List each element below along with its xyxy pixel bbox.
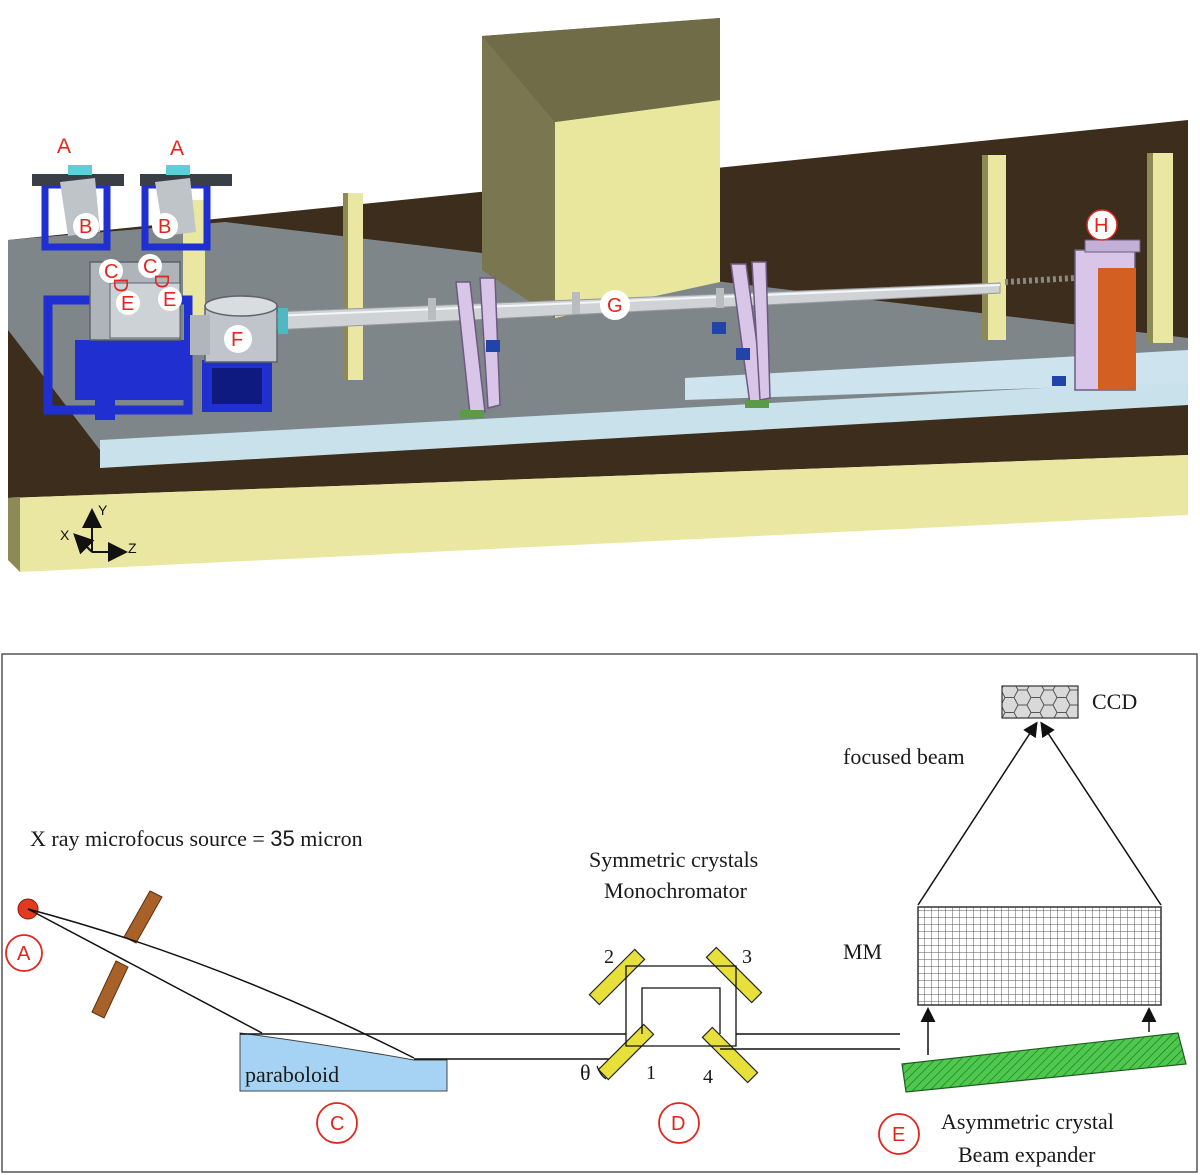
- trench: [685, 350, 1188, 400]
- crystal-4-num: 4: [703, 1066, 713, 1088]
- asymmetric-crystal: [901, 1032, 1187, 1093]
- crystal-2-num: 2: [604, 946, 614, 968]
- paraboloid-label: paraboloid: [245, 1062, 339, 1087]
- slit-upper: [123, 890, 163, 944]
- label-f-circle: [224, 325, 252, 353]
- label-h: H: [1094, 215, 1108, 237]
- label-c-left-circle: [99, 259, 123, 283]
- label-e-left: E: [121, 293, 134, 315]
- multilayer-mirror-grid: [917, 906, 1162, 1006]
- label-e-left-circle: [116, 291, 140, 315]
- crystal-4: [701, 1026, 759, 1084]
- label-f: F: [231, 329, 243, 351]
- focus-ray-left: [917, 721, 1038, 906]
- label-h-circle: [1086, 209, 1118, 241]
- label-d-right: D: [150, 274, 172, 288]
- label-c-right-circle: [138, 254, 162, 278]
- crystal-2: [588, 948, 646, 1006]
- circle-label-d: [658, 1102, 700, 1144]
- label-c-left: C: [104, 261, 118, 283]
- lab-layout-3d: Y Z X A A B B C C D D E E F G H: [8, 18, 1188, 572]
- axes-indicator: Y Z X: [60, 502, 137, 562]
- crystal-1-num: 1: [646, 1062, 656, 1084]
- mono-caption-line1: Symmetric crystals: [589, 847, 758, 872]
- circle-label-a: [5, 934, 43, 972]
- asym-caption-line1: Asymmetric crystal: [941, 1109, 1114, 1134]
- circle-label-e-text: E: [892, 1124, 905, 1146]
- crystal-3: [705, 946, 763, 1004]
- label-c-right: C: [143, 256, 157, 278]
- mm-label: MM: [843, 939, 882, 964]
- crystal-1: [597, 1023, 655, 1081]
- beam-ray-upper: [27, 908, 415, 1059]
- ccd-detector: [1001, 685, 1079, 719]
- asym-caption-line2: Beam expander: [958, 1142, 1096, 1167]
- concrete-floor: [8, 222, 1188, 450]
- axis-z-label: Z: [128, 540, 137, 556]
- label-g: G: [607, 295, 623, 317]
- detector-station: [1004, 239, 1141, 391]
- slit-lower: [91, 960, 129, 1019]
- mono-caption-line2: Monochromator: [604, 878, 748, 903]
- circle-label-e: [878, 1113, 920, 1155]
- pipe-stands: [455, 261, 771, 418]
- crystal-3-num: 3: [742, 946, 752, 968]
- focus-ray-right: [1040, 721, 1162, 906]
- front-slab-face: [8, 455, 1188, 572]
- beam-ray-lower: [27, 908, 263, 1034]
- circle-label-d-text: D: [671, 1113, 685, 1135]
- axis-y-label: Y: [98, 502, 108, 518]
- monochromator: [588, 946, 900, 1084]
- axis-x-label: X: [60, 527, 70, 543]
- label-a-left: A: [57, 135, 71, 158]
- label-e-right: E: [163, 289, 176, 311]
- label-b-right-circle: [152, 213, 178, 239]
- optics-assembly: [43, 261, 193, 420]
- front-slab-side: [8, 498, 20, 572]
- circle-label-c: [316, 1102, 358, 1144]
- support-columns: [183, 153, 1173, 380]
- focused-beam-label: focused beam: [843, 744, 965, 769]
- source-caption: X ray microfocus source = 35 micron: [30, 826, 363, 851]
- circle-label-a-text: A: [17, 943, 31, 965]
- paraboloid-mirror: [239, 1032, 448, 1092]
- optical-schematic: X ray microfocus source = 35 micron para…: [1, 653, 1198, 1173]
- floor-edge-strip: [100, 380, 1188, 468]
- circle-label-c-text: C: [330, 1113, 344, 1135]
- label-b-right: B: [158, 216, 171, 238]
- label-b-left-circle: [73, 213, 99, 239]
- ccd-label: CCD: [1092, 689, 1137, 714]
- label-a-right: A: [170, 137, 184, 160]
- theta-label: θ: [580, 1060, 591, 1085]
- label-b-left: B: [79, 216, 92, 238]
- label-e-right-circle: [158, 287, 182, 311]
- label-g-circle: [600, 290, 630, 320]
- shielding-box: [482, 18, 720, 318]
- label-d-left: D: [109, 278, 131, 292]
